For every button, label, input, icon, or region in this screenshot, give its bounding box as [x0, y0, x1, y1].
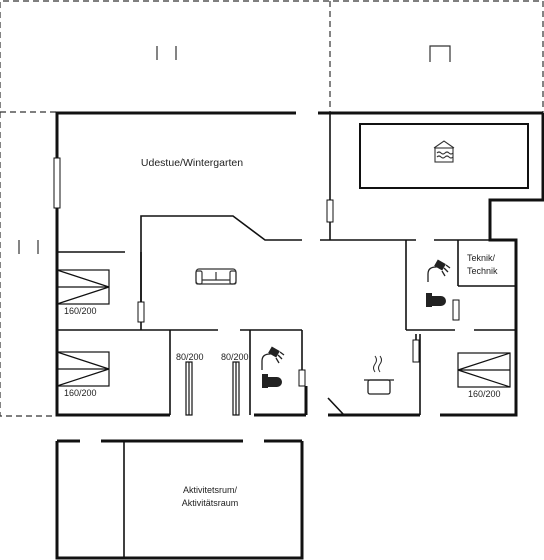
bunk-label-b: 80/200 — [221, 352, 249, 362]
shower-icon — [427, 259, 451, 282]
bed-label-left-bottom: 160/200 — [64, 388, 97, 398]
pool-icon — [433, 140, 455, 163]
room-label-activity-1: Aktivitetsrum/ — [183, 485, 238, 495]
bed-label-left-top: 160/200 — [64, 306, 97, 316]
terrace-outline — [0, 0, 544, 417]
room-label-technik-1: Teknik/ — [467, 253, 496, 263]
pool — [359, 123, 529, 189]
bunk-bed — [185, 361, 193, 416]
toilet-icon — [262, 374, 282, 388]
bunk-bed — [232, 361, 240, 416]
sofa-icon — [195, 268, 237, 285]
room-label-activity-2: Aktivitätsraum — [182, 498, 239, 508]
room-label-sunroom: Udestue/Wintergarten — [141, 157, 243, 169]
windows — [53, 157, 460, 387]
interior-walls — [57, 113, 516, 416]
shower-icon — [261, 346, 285, 370]
stove-pot-icon — [364, 355, 394, 395]
bunk-label-a: 80/200 — [176, 352, 204, 362]
bed-label-right: 160/200 — [468, 389, 501, 399]
toilet-icon — [426, 293, 446, 307]
bed-icon — [56, 351, 110, 387]
bed-icon — [457, 352, 511, 388]
room-label-technik-2: Technik — [467, 266, 498, 276]
bed-icon — [56, 269, 110, 305]
terrace-markers — [18, 45, 451, 254]
activity-building — [55, 439, 304, 560]
